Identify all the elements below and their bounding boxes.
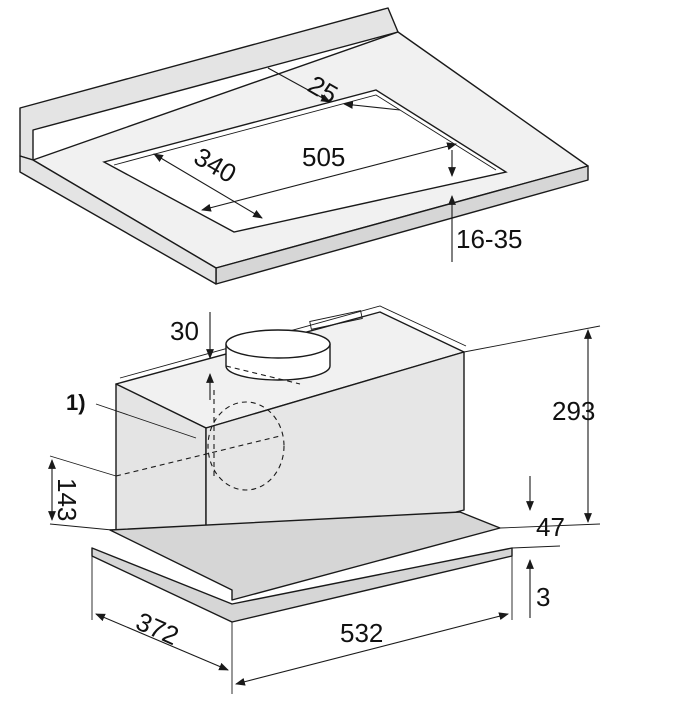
dim-thickness-label: 16-35 bbox=[456, 224, 523, 254]
dim-532-label: 532 bbox=[340, 618, 383, 648]
dim-532-line bbox=[235, 612, 509, 686]
side-outlet bbox=[115, 365, 301, 491]
dim-3-label: 3 bbox=[536, 582, 550, 612]
dim-47-extension bbox=[511, 545, 561, 549]
hood: 1) 30 293 47 3 143 372 532 bbox=[48, 305, 601, 694]
dim-143-extension-bottom bbox=[49, 523, 113, 531]
footnote-leader bbox=[95, 403, 197, 439]
dim-25-arrow bbox=[267, 67, 331, 103]
duct-collar bbox=[225, 329, 331, 381]
worktop-left-edge bbox=[19, 155, 217, 285]
footnote-marker: 1) bbox=[66, 390, 86, 415]
dim-143-extension-top bbox=[49, 455, 117, 477]
dim-293-label: 293 bbox=[552, 396, 595, 426]
dim-30-label: 30 bbox=[170, 316, 199, 346]
dim-293-extension-top bbox=[463, 325, 601, 353]
hood-base-trim bbox=[109, 511, 501, 601]
dim-505-label: 505 bbox=[302, 142, 345, 172]
dim-25-arrow-2 bbox=[343, 101, 401, 111]
dim-372-line bbox=[95, 613, 229, 671]
dim-47-label: 47 bbox=[536, 512, 565, 542]
worktop: 25 340 505 16-35 bbox=[19, 7, 589, 285]
dim-143-label: 143 bbox=[52, 478, 82, 521]
dim-505-line bbox=[201, 142, 457, 212]
dim-372-label: 372 bbox=[132, 606, 184, 651]
dim-293-extension-bottom bbox=[499, 523, 601, 529]
hood-control-strip bbox=[309, 310, 363, 330]
